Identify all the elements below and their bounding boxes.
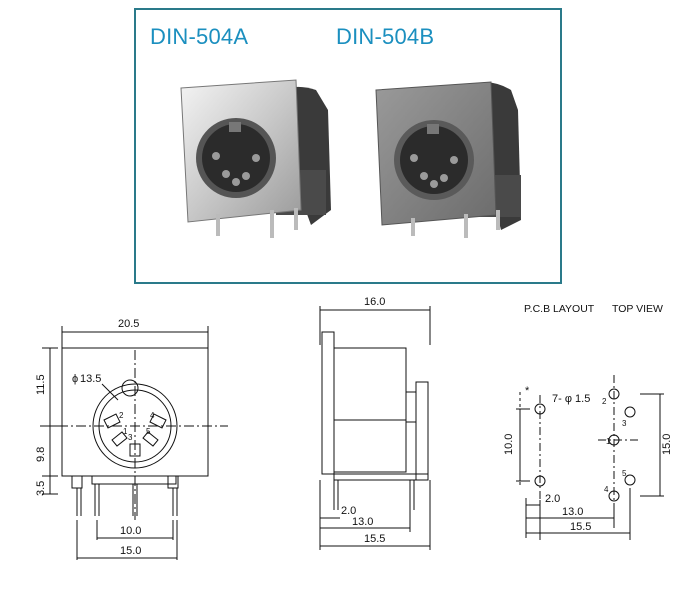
front-pin-span-outer-label: 15.0	[120, 545, 141, 557]
pcb-height-left-label: 10.0	[503, 434, 515, 455]
pcb-pin-label: 4	[604, 485, 609, 494]
front-pin-label: 4	[150, 411, 155, 420]
pcb-layout	[516, 375, 664, 540]
front-pin-label: 2	[119, 411, 124, 420]
front-hole-dia-label: 13.5	[80, 373, 101, 385]
pcb-pin-label: 3	[622, 419, 627, 428]
front-pin-length-label: 3.5	[35, 481, 47, 496]
front-width-label: 20.5	[118, 318, 139, 330]
phi-symbol: ϕ	[72, 373, 78, 385]
pcb-layout-title: P.C.B LAYOUT	[524, 303, 595, 315]
pcb-layout-header: P.C.B LAYOUT TOP VIEW	[524, 303, 663, 315]
socket-inner-circle	[98, 389, 172, 463]
front-height-mid-label: 9.8	[35, 447, 47, 462]
front-height-upper-label: 11.5	[35, 374, 47, 395]
pcb-pin-label: 2	[602, 397, 607, 406]
pcb-layout-labels: * 7- φ 1.5 10.0 15.0 2.0 13.0 15.5 2 3 1…	[503, 385, 673, 533]
pcb-star: *	[525, 385, 530, 397]
pcb-height-right-label: 15.0	[661, 434, 673, 455]
front-pin-span-inner-label: 10.0	[120, 525, 141, 537]
side-total-label: 15.5	[364, 533, 385, 545]
pcb-holes-label: 7- φ 1.5	[552, 393, 590, 405]
pcb-total-label: 15.5	[570, 521, 591, 533]
connector-a-photo	[180, 79, 331, 238]
connector-photos	[180, 79, 521, 238]
model-label-b: DIN-504B	[336, 24, 435, 49]
photo-panel: DIN-504A DIN-504B	[134, 8, 562, 284]
socket-outer-circle	[92, 383, 178, 469]
pcb-layout-subtitle: TOP VIEW	[612, 303, 663, 315]
side-pin-offset-label: 2.0	[341, 505, 356, 517]
pcb-pin-label: 1	[606, 437, 611, 446]
side-view	[319, 306, 431, 550]
pcb-offset-label: 2.0	[545, 493, 560, 505]
side-view-labels: 16.0 2.0 13.0 15.5	[341, 296, 385, 545]
pcb-pin-label: 5	[622, 469, 627, 478]
connector-b-photo	[375, 81, 521, 238]
model-label-a: DIN-504A	[150, 24, 249, 49]
key-circle	[121, 379, 139, 397]
side-depth-label: 16.0	[364, 296, 385, 308]
pcb-span-label: 13.0	[562, 506, 583, 518]
front-pin-label: 5	[146, 427, 151, 436]
front-pin-label: 3	[128, 433, 133, 442]
front-pin-label: 1	[123, 427, 128, 436]
front-view	[40, 326, 228, 560]
side-pin-span-label: 13.0	[352, 516, 373, 528]
front-view-labels: 20.5 11.5 9.8 3.5 ϕ 13.5 10.0 15.0 2 1 3…	[35, 318, 155, 557]
